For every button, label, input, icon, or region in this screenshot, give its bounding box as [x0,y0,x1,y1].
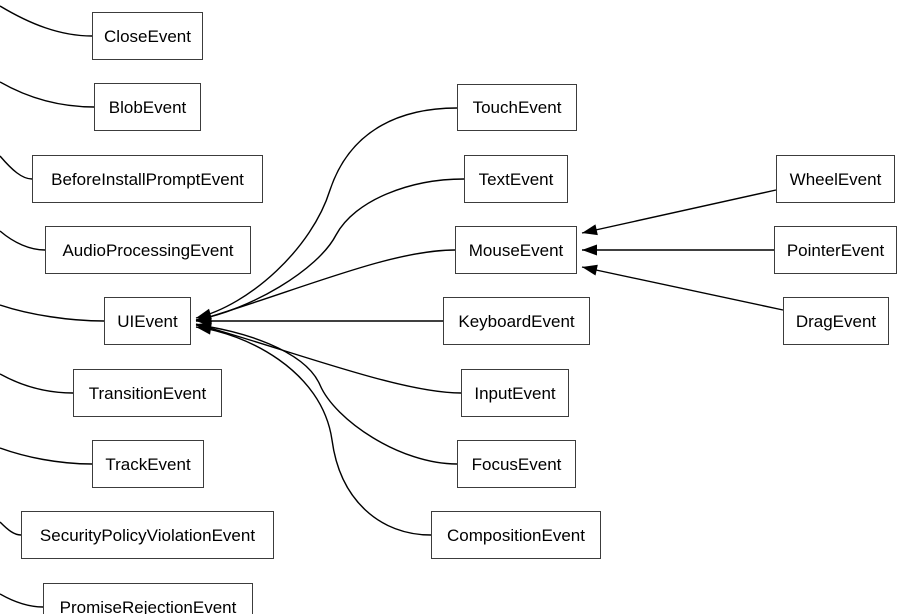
node-textevent[interactable]: TextEvent [464,155,568,203]
node-label: PromiseRejectionEvent [59,597,237,614]
node-label: MouseEvent [468,240,564,260]
node-label: UIEvent [117,311,178,331]
node-label: DragEvent [795,311,877,331]
node-label: KeyboardEvent [458,311,575,331]
node-label: CloseEvent [104,26,191,46]
node-pointerevent[interactable]: PointerEvent [774,226,897,274]
node-wheelevent[interactable]: WheelEvent [776,155,895,203]
node-label: FocusEvent [471,454,562,474]
node-beforeinstallpromptevent[interactable]: BeforeInstallPromptEvent [32,155,263,203]
node-focusevent[interactable]: FocusEvent [457,440,576,488]
node-label: PointerEvent [786,240,885,260]
node-audioprocessingevent[interactable]: AudioProcessingEvent [45,226,251,274]
node-label: TrackEvent [105,454,191,474]
node-mouseevent[interactable]: MouseEvent [455,226,577,274]
node-label: AudioProcessingEvent [62,240,234,260]
node-label: SecurityPolicyViolationEvent [39,525,256,545]
node-label: BeforeInstallPromptEvent [51,169,244,189]
node-securitypolicyviolationevent[interactable]: SecurityPolicyViolationEvent [21,511,274,559]
node-keyboardevent[interactable]: KeyboardEvent [443,297,590,345]
node-compositionevent[interactable]: CompositionEvent [431,511,601,559]
node-label: CompositionEvent [447,525,585,545]
node-transitionevent[interactable]: TransitionEvent [73,369,222,417]
node-inputevent[interactable]: InputEvent [461,369,569,417]
node-label: TransitionEvent [88,383,207,403]
node-label: WheelEvent [789,169,882,189]
node-label: InputEvent [474,383,556,403]
node-blobevent[interactable]: BlobEvent [94,83,201,131]
node-label: TextEvent [478,169,554,189]
node-promiserejectionevent[interactable]: PromiseRejectionEvent [43,583,253,614]
node-dragevent[interactable]: DragEvent [783,297,889,345]
node-trackevent[interactable]: TrackEvent [92,440,204,488]
node-uievent[interactable]: UIEvent [104,297,191,345]
node-closeevent[interactable]: CloseEvent [92,12,203,60]
node-label: BlobEvent [108,97,187,117]
node-label: TouchEvent [472,98,562,117]
node-touchevent[interactable]: TouchEvent [457,84,577,131]
